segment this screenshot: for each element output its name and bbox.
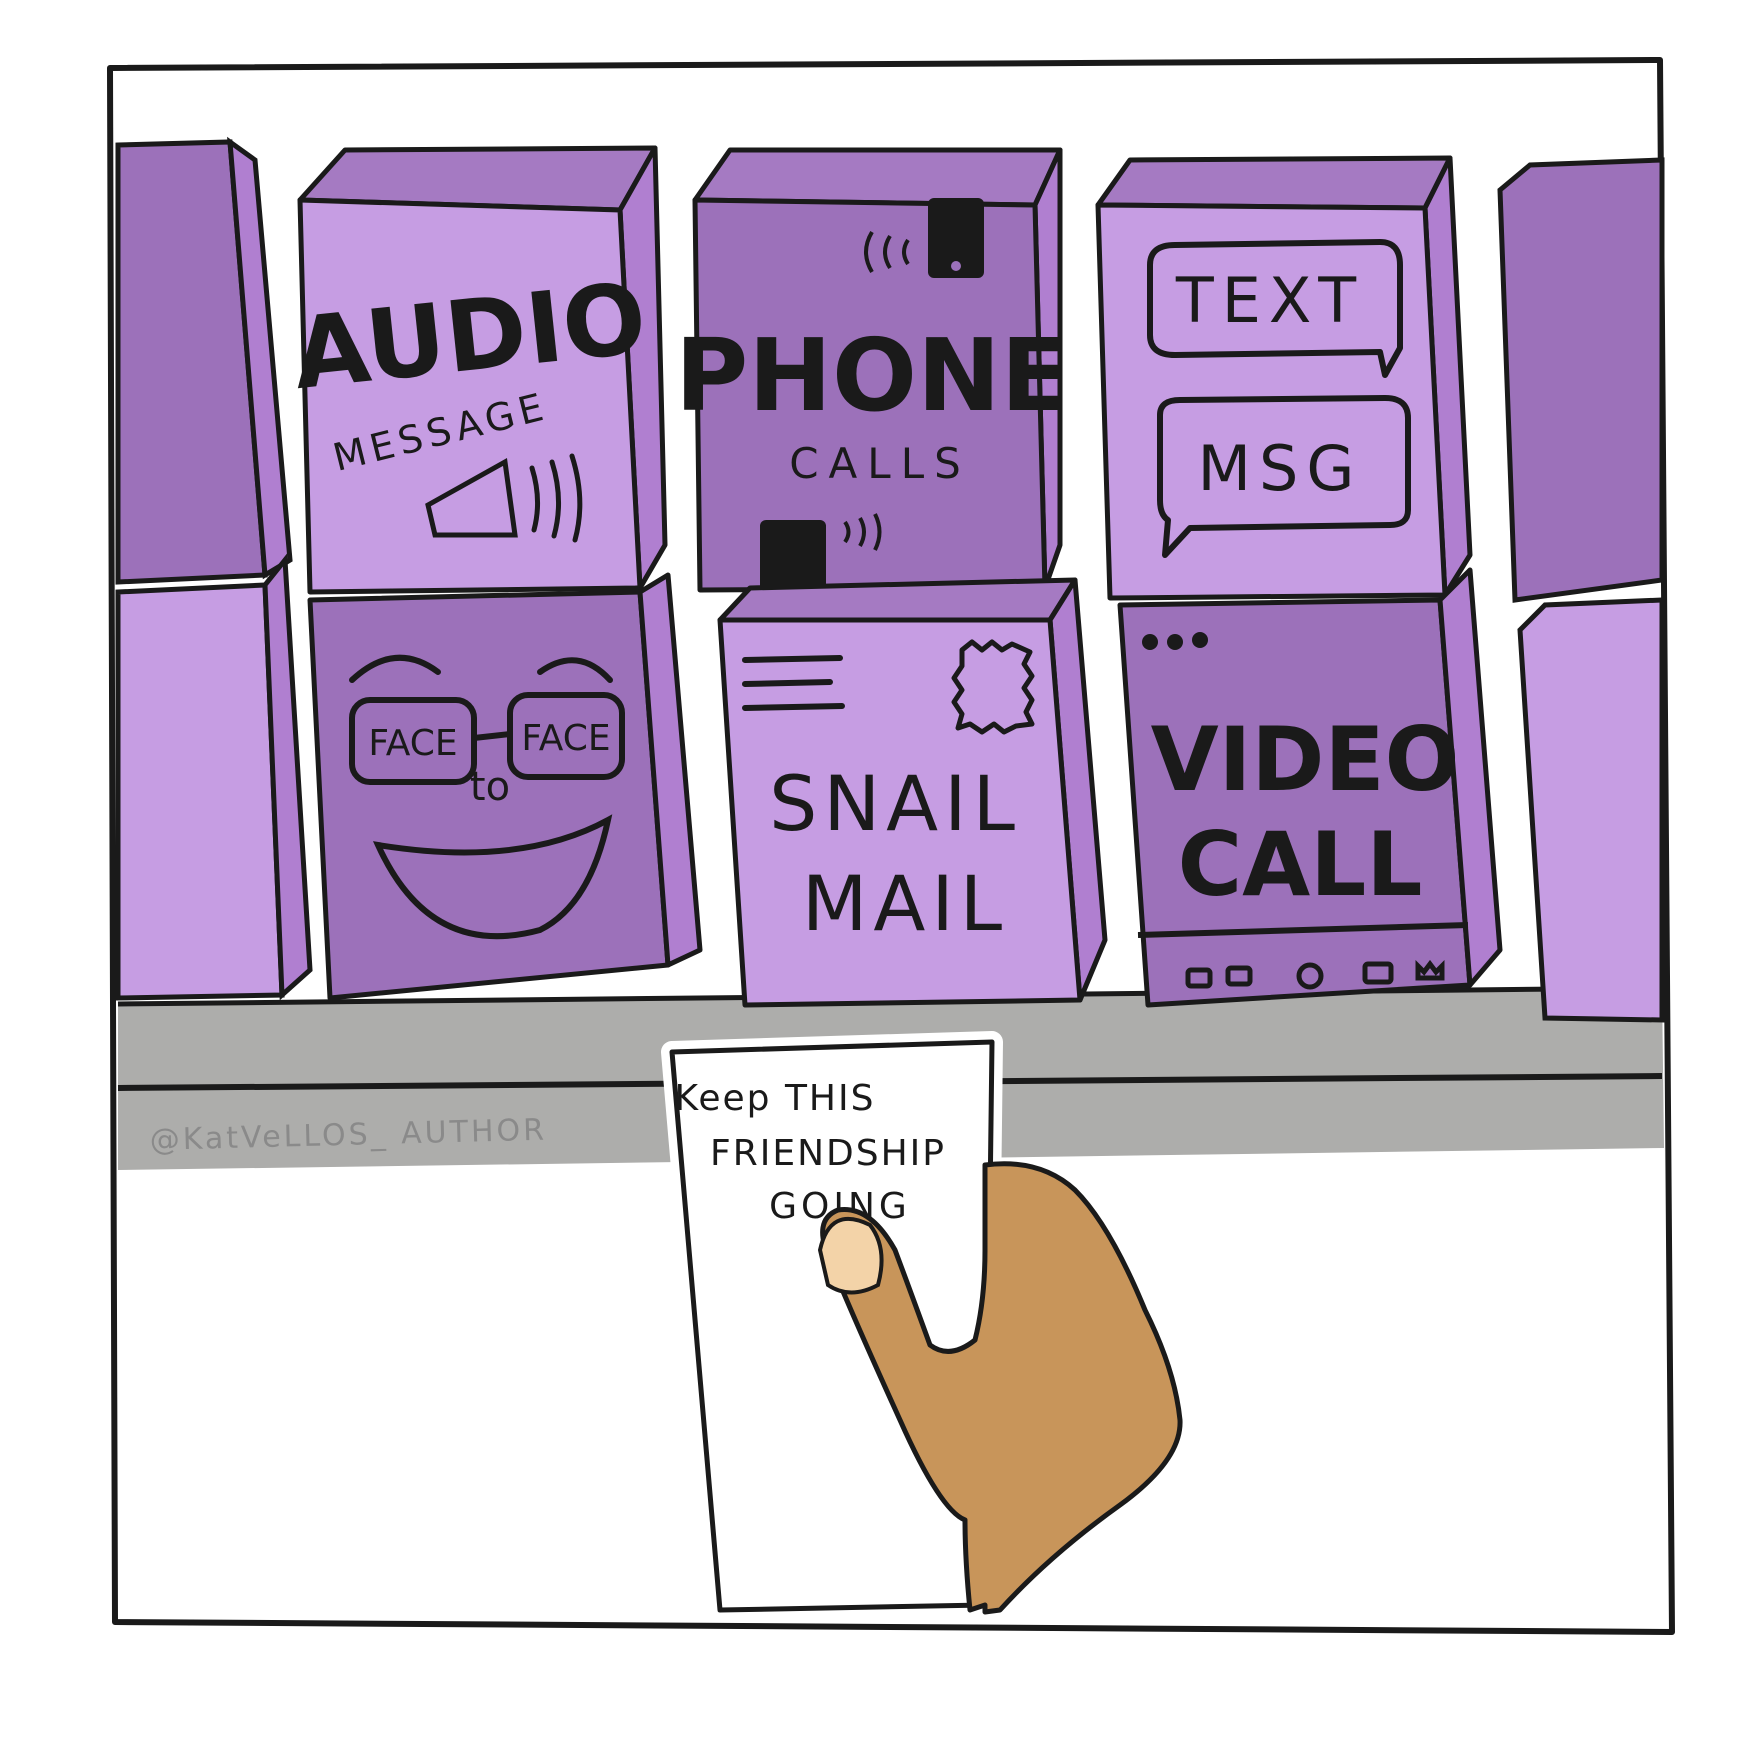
box-audio-message: AUDIO MESSAGE bbox=[288, 145, 668, 595]
partial-box-right bbox=[1497, 157, 1665, 1023]
phone-title: PHONE bbox=[675, 317, 1069, 434]
speech-bubble-icon bbox=[1147, 239, 1411, 558]
postage-stamp-icon bbox=[951, 639, 1035, 735]
box-phone-calls: PHONE CALLS bbox=[675, 147, 1069, 593]
partial-box-left bbox=[115, 136, 313, 1001]
note-line1: Keep THIS bbox=[675, 1078, 876, 1119]
text-line2: MSG bbox=[1198, 432, 1363, 505]
face-left: FACE bbox=[368, 723, 457, 764]
video-line1: VIDEO bbox=[1151, 708, 1460, 811]
megaphone-icon bbox=[425, 453, 583, 543]
text-line1: TEXT bbox=[1175, 264, 1364, 337]
smiley-face-icon bbox=[349, 654, 625, 940]
phone-subtitle: CALLS bbox=[789, 439, 971, 488]
face-right: FACE bbox=[521, 718, 610, 759]
note-line2: FRIENDSHIP bbox=[710, 1133, 946, 1174]
smartphone-icon bbox=[864, 198, 984, 278]
box-video-call: VIDEO CALL bbox=[1117, 567, 1503, 1008]
snail-line2: MAIL bbox=[802, 859, 1008, 948]
snail-line1: SNAIL bbox=[769, 759, 1021, 848]
box-snail-mail: SNAIL MAIL bbox=[717, 577, 1108, 1008]
box-face-to-face: FACE to FACE bbox=[307, 572, 703, 1001]
box-text-msg: TEXT MSG bbox=[1095, 155, 1473, 601]
address-lines-icon bbox=[742, 655, 845, 711]
face-connector: to bbox=[470, 764, 510, 810]
video-window-icon bbox=[1137, 632, 1469, 990]
friendship-note: Keep THIS FRIENDSHIP GOING bbox=[661, 1031, 1003, 1621]
smartphone-icon bbox=[760, 513, 882, 592]
hand-holding-note bbox=[817, 1161, 1183, 1615]
video-line2: CALL bbox=[1178, 813, 1423, 916]
